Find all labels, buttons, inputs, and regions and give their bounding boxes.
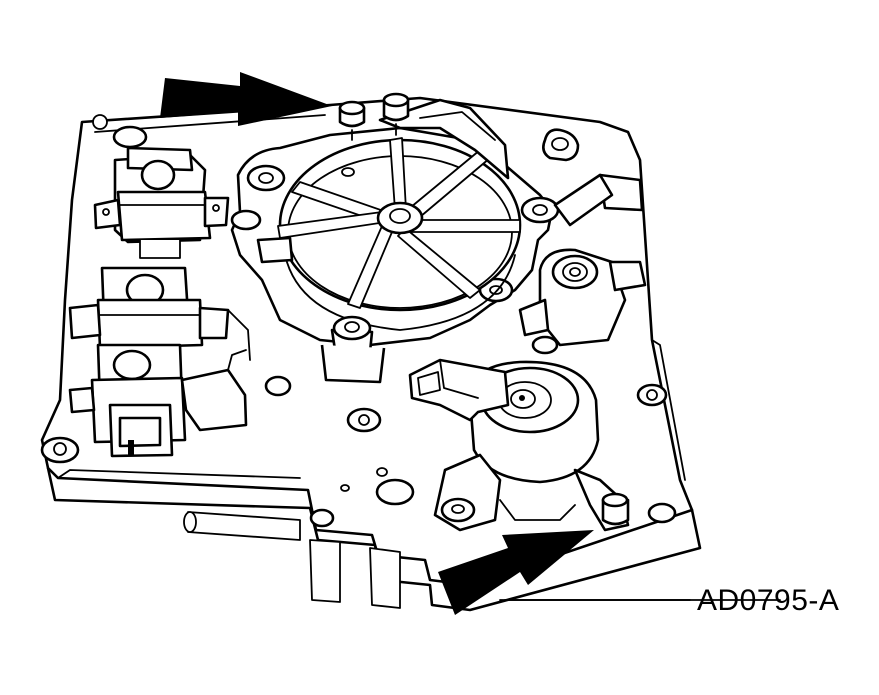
solenoid-right-small — [518, 248, 647, 347]
figure-code-label: AD0795-A — [697, 584, 840, 617]
upper-right-cover — [378, 98, 644, 227]
solenoid-lower-left — [68, 343, 248, 458]
solenoid-lower-right — [408, 358, 630, 532]
central-housing — [230, 126, 560, 384]
solenoid-middle-left — [68, 266, 251, 361]
arrow-upper-bolt — [160, 72, 332, 126]
solenoid-upper-left — [93, 146, 230, 259]
arrow-lower-bolt — [438, 530, 594, 615]
upper-bolts — [338, 92, 410, 141]
lower-tubes — [183, 511, 781, 609]
